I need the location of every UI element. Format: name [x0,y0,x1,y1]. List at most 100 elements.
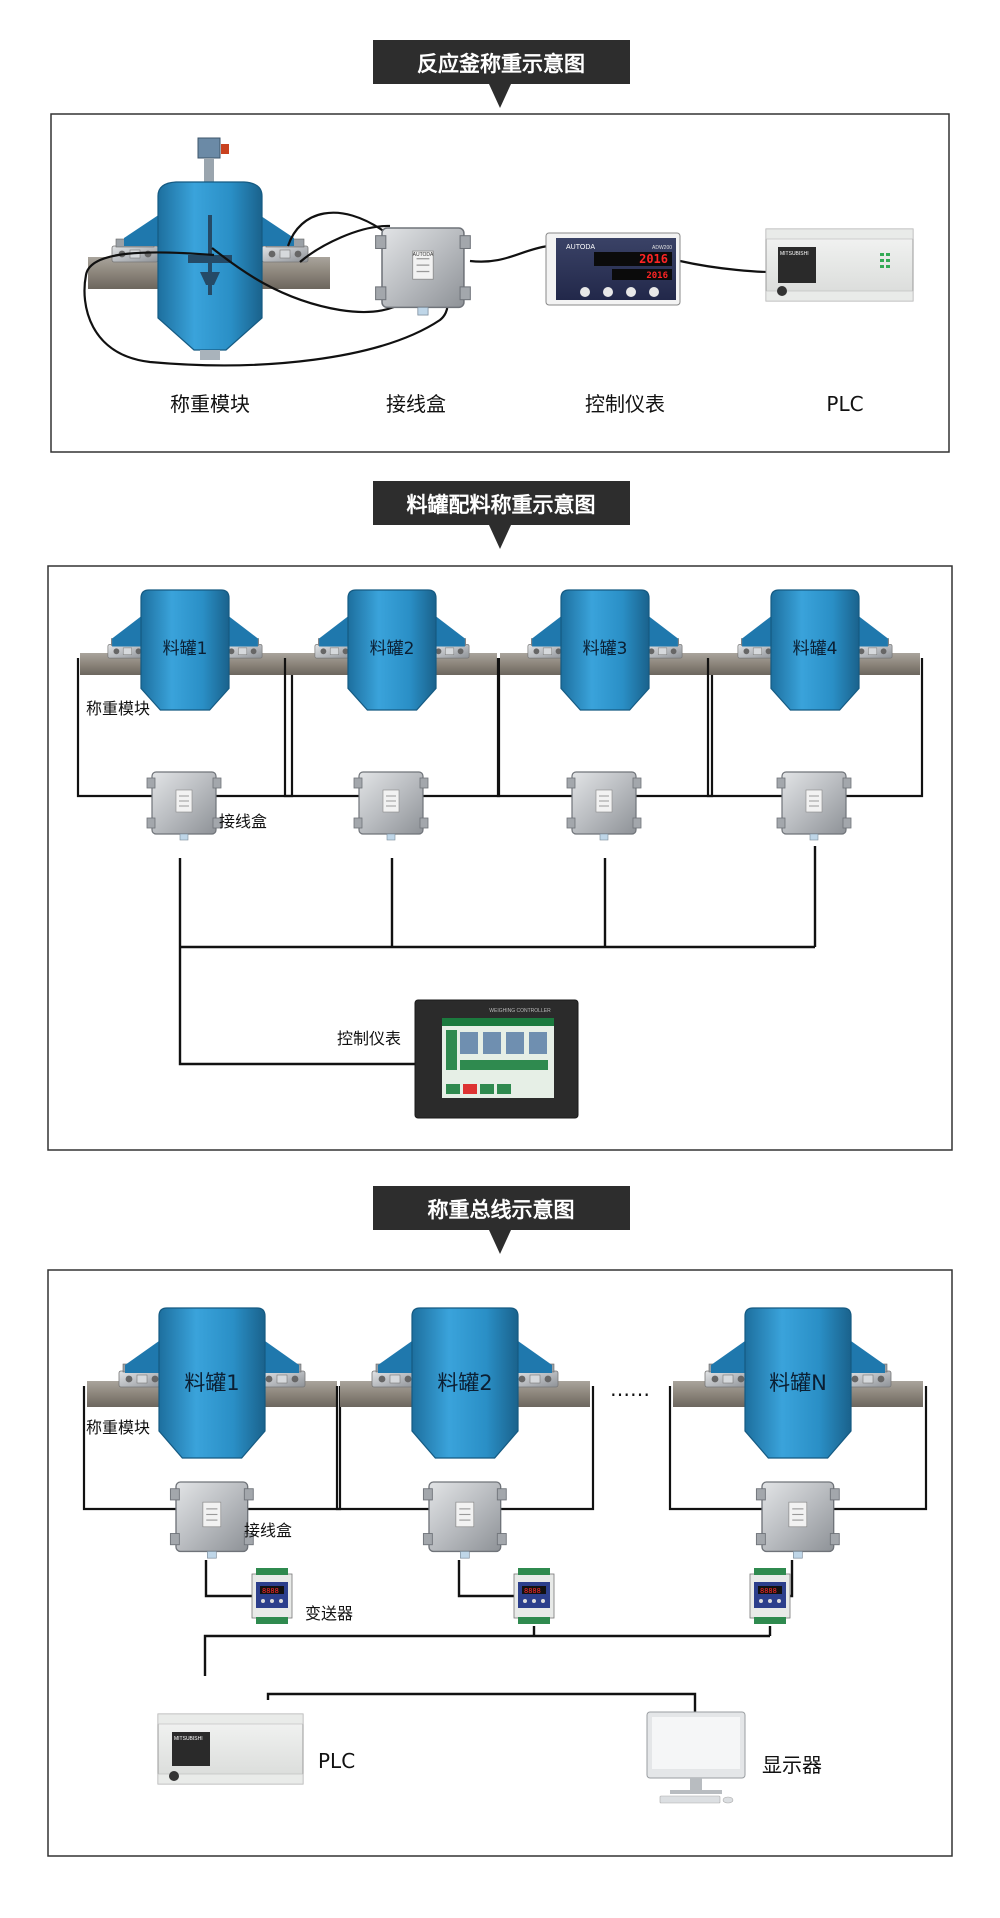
junction-box-1 [374,227,472,316]
transmitter-2 [513,1567,555,1625]
monitor [646,1711,746,1804]
tank-unit-3-3: 料罐N [668,1307,928,1559]
wire-left-loop [83,251,449,367]
tank-label: 料罐4 [793,639,838,659]
plc-1-brand: MITSUBISHI [780,251,809,257]
tank-body [158,1307,266,1459]
bus-wire-2 [178,858,415,1066]
section-2-title: 料罐配料称重示意图 [407,493,596,517]
tank-unit-2-3: 料罐3 [496,589,714,841]
label-plc-3: PLC [318,1749,355,1773]
tank-bracket-right [649,616,678,647]
label-junction-box-1: 接线盒 [386,392,446,416]
junction-box [169,1481,254,1559]
tank-body [140,589,230,711]
indicator-display-bottom: 2016 [646,271,668,281]
tank-unit-2-1: 料罐1 [76,589,294,841]
label-display-3: 显示器 [762,1753,822,1777]
junction-box [422,1481,507,1559]
tank-bracket-left [711,1341,745,1373]
bus-line-3 [203,1634,770,1676]
tank-bracket-left [742,616,771,647]
junction-box [755,1481,840,1559]
wire-indicator-plc [679,259,771,274]
section-2-title-pointer [489,525,511,549]
section-1-title-pointer [489,84,511,108]
section-3-title-bg [373,1186,630,1230]
label-transmitter-3: 变送器 [305,1604,353,1623]
section-1: 反应釜称重示意图 AUTODA [50,40,950,453]
tank-body [744,1307,852,1459]
tank-unit-3-2: 料罐2 [335,1307,595,1559]
junction-box [776,771,852,841]
wire-jbox-indicator [469,244,549,263]
section-1-title-bg [373,40,630,84]
tank-bracket-right [258,214,294,246]
tank-bracket-right [851,1341,885,1373]
tank-bracket-left [125,1341,159,1373]
section-2: 料罐配料称重示意图 WEIGHING CONTROLLER [47,481,953,1151]
section-2-frame [47,565,953,1151]
indicator-model: ADW200 [652,245,672,251]
label-control-instrument-1: 控制仪表 [585,392,665,416]
section-3: 称重总线示意图 …… MITSUBISHI PLC 显示器 [47,1186,953,1857]
plc-display-wire [266,1692,697,1712]
label-junction-box-3: 接线盒 [244,1521,292,1540]
tank-label: 料罐2 [370,639,415,659]
transmitter-3 [749,1567,791,1625]
label-plc-1: PLC [826,392,863,416]
junction-box [146,771,222,841]
tank-bracket-left [378,1341,412,1373]
indicator-display-top: 2016 [639,252,668,266]
section-3-frame [47,1269,953,1857]
plc-1: MITSUBISHI [765,228,914,302]
tank-bracket-right [859,616,888,647]
controller-title: WEIGHING CONTROLLER [489,1008,551,1014]
jbox-brand-1: AUTODA [413,252,434,258]
label-control-instrument-2: 控制仪表 [337,1029,401,1048]
tank-bracket-left [112,616,141,647]
jbox-transmitter-wire-2 [457,1560,514,1598]
tank-bracket-left [124,214,160,246]
tank-bracket-left [319,616,348,647]
tank-label: 料罐2 [437,1371,492,1395]
section-2-title-bg [373,481,630,525]
section-1-title: 反应釜称重示意图 [417,52,585,76]
junction-box [566,771,642,841]
label-weighing-module-1: 称重模块 [170,392,250,416]
tank-unit-3-1: 料罐1 [82,1307,342,1559]
tank-bracket-right [265,1341,299,1373]
tank-body [560,589,650,711]
wire-cell-right-1 [286,211,386,247]
jbox-transmitter-wire-1 [204,1560,252,1598]
tank-bracket-right [518,1341,552,1373]
weighing-controller: WEIGHING CONTROLLER [414,999,579,1119]
section-3-title-pointer [489,1230,511,1254]
control-indicator: AUTODA ADW200 2016 2016 [545,232,681,306]
tank-body [770,589,860,711]
tank-unit-2-4: 料罐4 [706,589,924,841]
label-weighing-module-3: 称重模块 [86,1418,150,1437]
tank-label: 料罐N [769,1371,827,1395]
wire-cell-right-2 [299,224,391,263]
indicator-brand: AUTODA [566,244,595,251]
tank-bracket-left [532,616,561,647]
plc-3: MITSUBISHI [157,1713,304,1785]
ellipsis-3: …… [610,1377,650,1401]
plc-3-brand: MITSUBISHI [174,1736,203,1742]
section-1-frame [50,113,950,453]
tank-label: 料罐3 [583,639,628,659]
reactor-tank [157,137,263,360]
label-weighing-module-2: 称重模块 [86,699,150,718]
transmitter-1 [251,1567,293,1625]
label-junction-box-2: 接线盒 [219,812,267,831]
tank-body [411,1307,519,1459]
tank-body [347,589,437,711]
tank-unit-2-2: 料罐2 [283,589,501,841]
junction-box [353,771,429,841]
tank-label: 料罐1 [184,1371,239,1395]
tank-label: 料罐1 [163,639,208,659]
tank-bracket-right [229,616,258,647]
